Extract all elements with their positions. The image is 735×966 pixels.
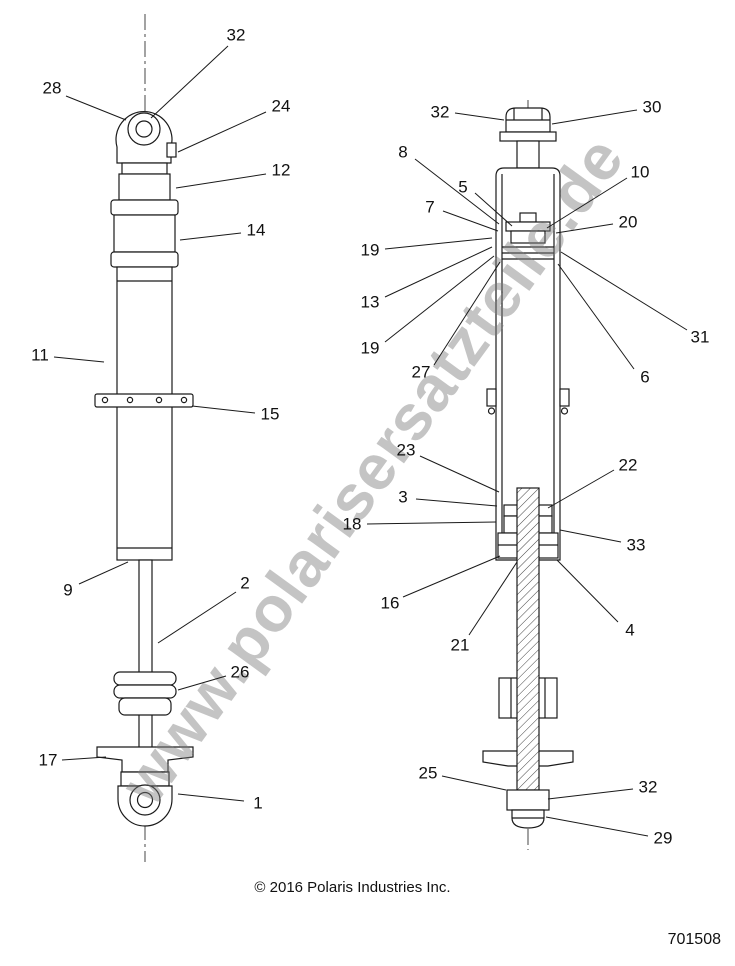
callout-label-6: 6: [640, 367, 650, 387]
callout-label-32: 32: [638, 777, 658, 797]
callout-label-32: 32: [430, 102, 450, 122]
shock-cross-section-view: [482, 100, 574, 850]
bottom-eyelet-bore: [136, 791, 154, 809]
callout-label-20: 20: [618, 212, 638, 232]
top-eyelet-outer: [127, 112, 161, 146]
lower-spring-retainer: [96, 746, 194, 773]
callout-label-28: 28: [42, 78, 62, 98]
callout-label-33: 33: [626, 535, 646, 555]
callout-label-22: 22: [618, 455, 638, 475]
top-clamp-screw: [166, 142, 177, 158]
shock-body-tube: [116, 266, 173, 561]
side-clip-left: [486, 388, 497, 407]
callout-label-25: 25: [418, 763, 438, 783]
callout-label-29: 29: [653, 828, 673, 848]
callout-label-19: 19: [360, 240, 380, 260]
callout-label-27: 27: [411, 362, 431, 382]
callout-label-14: 14: [246, 220, 266, 240]
callout-label-8: 8: [398, 142, 408, 162]
piston-shaft: [138, 559, 153, 773]
top-eyelet-bore: [135, 120, 153, 138]
bump-stop: [113, 671, 177, 686]
callout-label-7: 7: [425, 197, 435, 217]
callout-label-23: 23: [396, 440, 416, 460]
callout-label-10: 10: [630, 162, 650, 182]
shock-external-view: [94, 14, 194, 862]
callout-label-1: 1: [253, 793, 263, 813]
callout-label-18: 18: [342, 514, 362, 534]
callout-label-16: 16: [380, 593, 400, 613]
callout-label-24: 24: [271, 96, 291, 116]
copyright-text: © 2016 Polaris Industries Inc.: [254, 879, 451, 896]
callout-label-26: 26: [230, 662, 250, 682]
callout-label-4: 4: [625, 620, 635, 640]
callout-label-21: 21: [450, 635, 470, 655]
callout-label-11: 11: [31, 345, 49, 365]
callout-label-19: 19: [360, 338, 380, 358]
bottom-eyelet-outer: [129, 784, 161, 816]
callout-label-17: 17: [38, 750, 58, 770]
callout-label-30: 30: [642, 97, 662, 117]
sectioned-shaft: [516, 487, 540, 791]
callout-label-2: 2: [240, 573, 250, 593]
side-clip-right: [559, 388, 570, 407]
top-internals: [519, 212, 537, 223]
callout-label-32: 32: [226, 25, 246, 45]
spring-seat-flange: [94, 393, 194, 408]
callout-label-9: 9: [63, 580, 73, 600]
part-number: 701508: [667, 931, 721, 948]
callout-label-12: 12: [271, 160, 291, 180]
callout-label-13: 13: [360, 292, 380, 312]
bottom-mount: [506, 789, 550, 811]
callout-label-3: 3: [398, 487, 408, 507]
callout-label-31: 31: [690, 327, 710, 347]
callout-label-5: 5: [458, 177, 468, 197]
callout-label-15: 15: [260, 404, 280, 424]
